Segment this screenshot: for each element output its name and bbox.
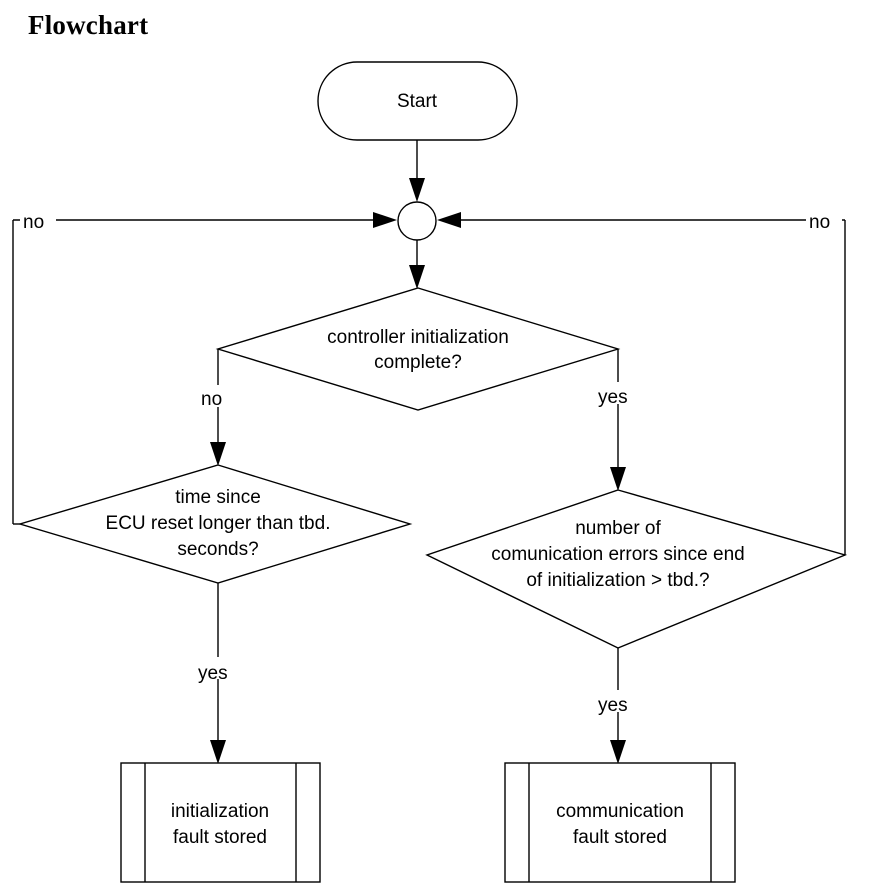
start-label: Start	[397, 91, 438, 112]
edge-init-no: no	[198, 349, 234, 466]
arrow-down-icon	[610, 740, 626, 764]
comm-fault-line2: fault stored	[573, 827, 667, 848]
edge-init-yes: yes	[595, 349, 639, 491]
comm-fault-box-shape	[504, 762, 736, 883]
edge-label-loop-left-no: no	[23, 212, 44, 233]
comm-fault-line1: communication	[556, 801, 684, 822]
page-title: Flowchart	[28, 10, 149, 40]
edge-label-time-yes: yes	[198, 663, 228, 684]
node-decision-init[interactable]: controller initialization complete?	[215, 287, 621, 411]
label-backdrop	[806, 208, 842, 230]
node-start[interactable]: Start	[317, 61, 518, 141]
decision-time-line2: ECU reset longer than tbd.	[106, 513, 331, 534]
arrow-right-icon	[373, 212, 397, 228]
edge-label-comm-yes: yes	[598, 695, 628, 716]
decision-time-line1: time since	[175, 487, 261, 508]
edge-label-init-no: no	[201, 389, 222, 410]
merge-circle-shape	[397, 201, 437, 241]
arrow-down-icon	[610, 467, 626, 491]
decision-init-line2: complete?	[374, 352, 462, 373]
decision-init-line1: controller initialization	[327, 327, 509, 348]
edge-label-init-yes: yes	[598, 387, 628, 408]
edge-label-loop-right-no: no	[809, 212, 830, 233]
arrow-down-icon	[409, 178, 425, 202]
arrow-down-icon	[409, 265, 425, 289]
arrow-down-icon	[210, 442, 226, 466]
edge-start-to-merge	[409, 140, 425, 202]
arrow-left-icon	[437, 212, 461, 228]
decision-comm-line2: comunication errors since end	[491, 544, 744, 565]
arrow-down-icon	[210, 740, 226, 764]
decision-init-shape	[215, 287, 621, 411]
decision-comm-shape	[425, 489, 848, 649]
decision-time-line3: seconds?	[177, 539, 258, 560]
init-fault-box-shape	[120, 762, 321, 883]
label-backdrop	[195, 657, 239, 679]
init-fault-line1: initialization	[171, 801, 269, 822]
label-backdrop	[595, 382, 639, 404]
decision-comm-line1: number of	[575, 518, 661, 539]
node-merge-connector[interactable]	[397, 201, 437, 241]
edge-time-yes: yes	[195, 583, 239, 764]
label-backdrop	[595, 690, 639, 712]
init-fault-line2: fault stored	[173, 827, 267, 848]
edge-loop-right-no: no	[437, 208, 846, 556]
decision-comm-line3: of initialization > tbd.?	[526, 570, 709, 591]
label-backdrop	[198, 385, 234, 407]
edge-comm-yes: yes	[595, 648, 639, 764]
node-decision-time[interactable]: time since ECU reset longer than tbd. se…	[17, 464, 413, 584]
edge-loop-left-no: no	[12, 208, 397, 525]
label-backdrop	[20, 208, 56, 230]
edge-merge-to-decision-init	[409, 240, 425, 289]
node-decision-comm[interactable]: number of comunication errors since end …	[425, 489, 848, 649]
node-process-comm-fault[interactable]: communication fault stored	[504, 762, 736, 883]
node-process-init-fault[interactable]: initialization fault stored	[120, 762, 321, 883]
